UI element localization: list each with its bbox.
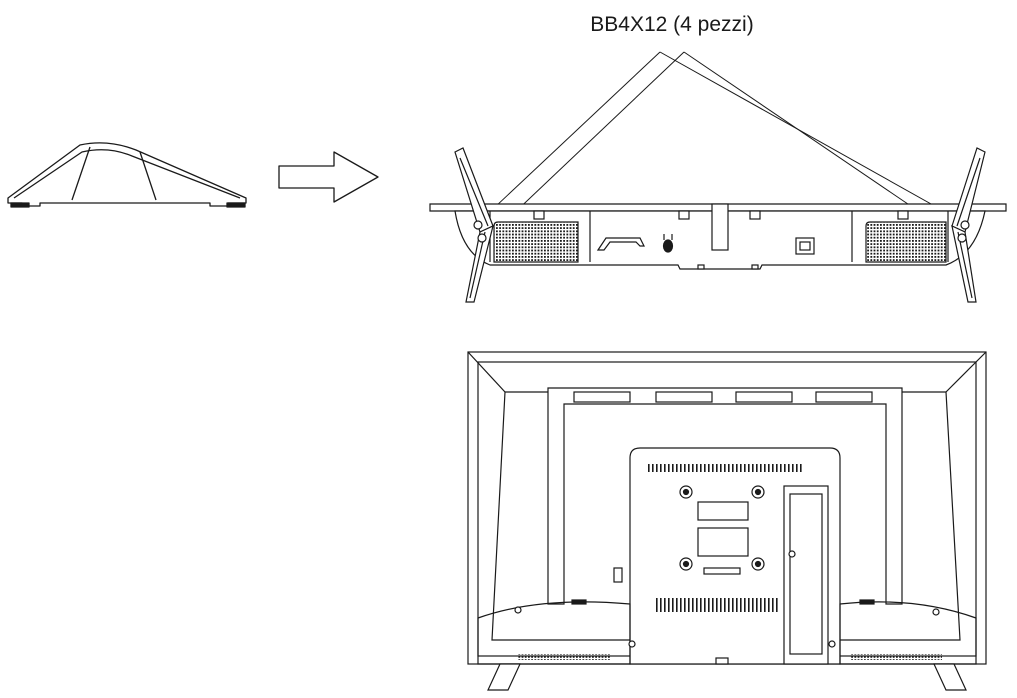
tv-left-stand-icon (454, 147, 494, 303)
screw-label: BB4X12 (4 pezzi) (590, 13, 753, 36)
stand-foot-icon (7, 142, 247, 208)
tv-right-stand-icon (951, 147, 986, 303)
tv-back-view-icon (467, 351, 987, 691)
right-arrow-icon (278, 151, 379, 203)
tv-bottom-view-icon (429, 203, 1007, 270)
